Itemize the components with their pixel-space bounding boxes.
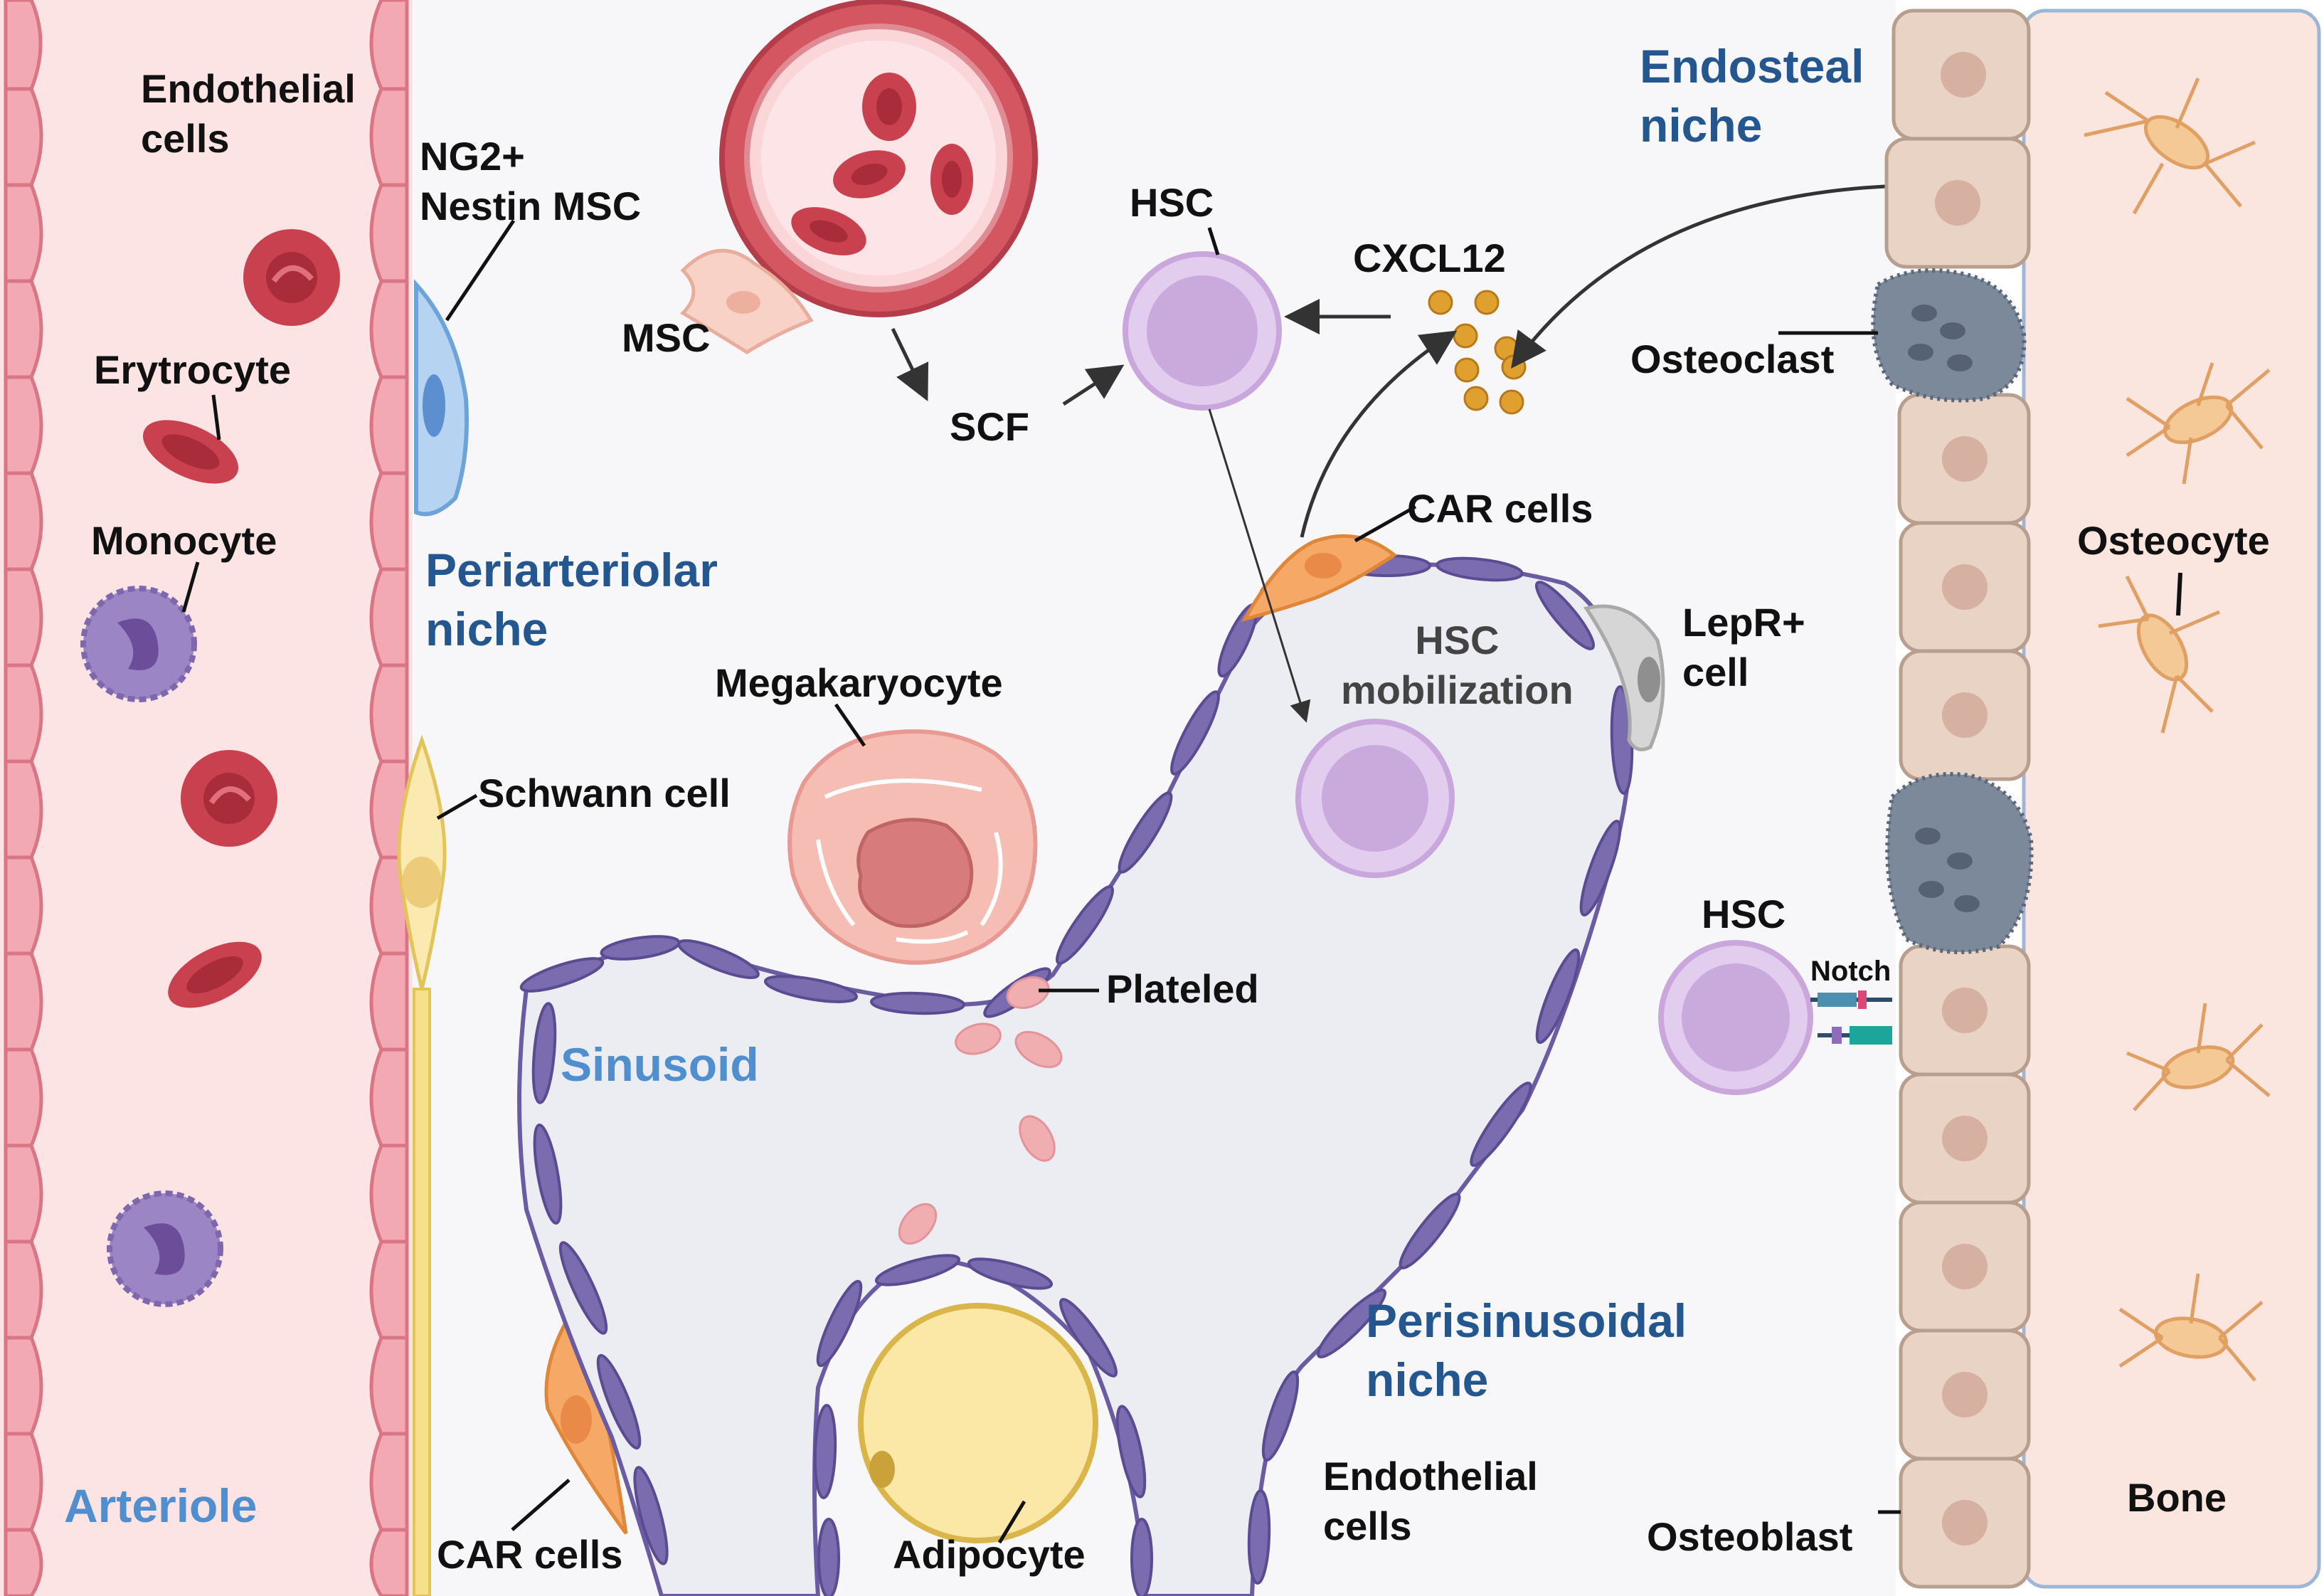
megakaryocyte: [787, 729, 1038, 965]
hsc-mobilization-label: HSC mobilization: [1341, 618, 1574, 712]
hsc-right-label: HSC: [1702, 892, 1786, 936]
car-cells-bottom-label: CAR cells: [437, 1532, 623, 1577]
erythrocyte-4: [168, 941, 262, 1008]
plateled-label: Plateled: [1106, 966, 1259, 1011]
osteocyte-pointer: [2176, 572, 2182, 616]
hsc-top: [1123, 251, 1282, 411]
erythrocyte-label: Erytrocyte: [94, 347, 292, 392]
msc: [679, 248, 814, 354]
osteoblast-label: Osteoblast: [1647, 1514, 1853, 1559]
monocyte-pointer: [181, 561, 200, 613]
adipocyte-pointer: [997, 1500, 1026, 1544]
arteriole-cross-section: [719, 0, 1038, 317]
schwann-cell-label: Schwann cell: [478, 771, 731, 815]
hsc-top-pointer: [1207, 227, 1220, 255]
erythrocyte-1: [243, 229, 340, 326]
osteoclast-middle: [1885, 772, 2034, 954]
bone: [2022, 9, 2321, 1589]
car-cells-top-pointer: [1354, 504, 1417, 543]
notch-receptor: [1810, 990, 1892, 1045]
osteocyte-2: [2126, 362, 2271, 485]
schwann-cell-pointer: [436, 793, 478, 820]
sinusoid-label: Sinusoid: [561, 1038, 759, 1091]
osteocytes: [2084, 78, 2271, 1382]
hsc-top-label: HSC: [1130, 180, 1214, 225]
ng2-nestin-msc: [414, 279, 469, 517]
osteoclast-label: Osteoclast: [1630, 337, 1835, 381]
cxcl12-label: CXCL12: [1353, 236, 1506, 280]
monocyte-1: [80, 586, 197, 702]
megakaryocyte-pointer: [834, 703, 866, 747]
ng2-nestin-msc-label: NG2+ Nestin MSC: [420, 134, 642, 228]
erythrocyte-3: [181, 750, 277, 847]
endothelial-cells-top-label: Endothelial cells: [141, 66, 356, 161]
signal-arrows: [891, 184, 1886, 723]
erythrocyte-pointer: [211, 394, 221, 440]
lepr-cell-label: LepR+ cell: [1682, 600, 1805, 694]
schwann-cell: [397, 734, 447, 1596]
osteocyte-3: [2098, 575, 2220, 734]
car-cell-top: [1241, 534, 1398, 622]
lepr-cell: [1583, 604, 1665, 751]
monocyte-label: Monocyte: [91, 518, 277, 563]
car-cells-bottom-pointer: [511, 1479, 571, 1531]
sinusoid-endothelial-cells: [519, 554, 1634, 1596]
osteocyte-4: [2126, 1003, 2271, 1111]
osteoclast-to-cxcl12-arrow: [1511, 184, 1886, 369]
bone-label: Bone: [2127, 1475, 2227, 1520]
adipocyte-label: Adipocyte: [893, 1532, 1086, 1577]
hsc-right: [1658, 940, 1813, 1095]
car-to-cxcl12-arrow: [1300, 330, 1458, 538]
arteriole: [0, 0, 413, 1596]
osteocyte-1: [2084, 78, 2256, 215]
osteoclast-top: [1871, 268, 2027, 403]
monocyte-2: [107, 1190, 223, 1307]
endosteal-niche-label: Endosteal niche: [1640, 40, 1864, 152]
osteocyte-5: [2118, 1273, 2264, 1382]
car-cells-top-label: CAR cells: [1407, 486, 1593, 531]
osteocyte-label: Osteocyte: [2077, 518, 2270, 563]
erythrocyte-2: [142, 420, 239, 484]
scf-to-hsc-arrow: [1062, 364, 1125, 406]
osteoblast-lining: [1884, 9, 2031, 1589]
arteriole-left-wall: [4, 0, 43, 1596]
ng2-nestin-msc-pointer: [445, 219, 516, 322]
perisinusoidal-niche-label: Perisinusoidal niche: [1366, 1294, 1687, 1406]
hsc-mobilizing: [1295, 719, 1455, 878]
msc-label: MSC: [622, 315, 711, 360]
arteriole-label: Arteriole: [64, 1479, 258, 1532]
adipocyte: [858, 1303, 1098, 1543]
notch-label: Notch: [1810, 956, 1891, 987]
scf-label: SCF: [950, 404, 1029, 449]
arteriole-to-scf-arrow: [891, 327, 929, 402]
platelets: [898, 976, 1063, 1245]
hsc-mobilization-arrow: [1208, 408, 1311, 723]
periarteriolar-niche-label: Periarteriolar niche: [425, 544, 718, 655]
endothelial-cells-bottom-label: Endothelial cells: [1323, 1454, 1538, 1548]
arteriole-right-wall: [369, 0, 409, 1596]
megakaryocyte-label: Megakaryocyte: [715, 660, 1003, 705]
arteriole-lumen-erythrocytes: [791, 73, 973, 255]
